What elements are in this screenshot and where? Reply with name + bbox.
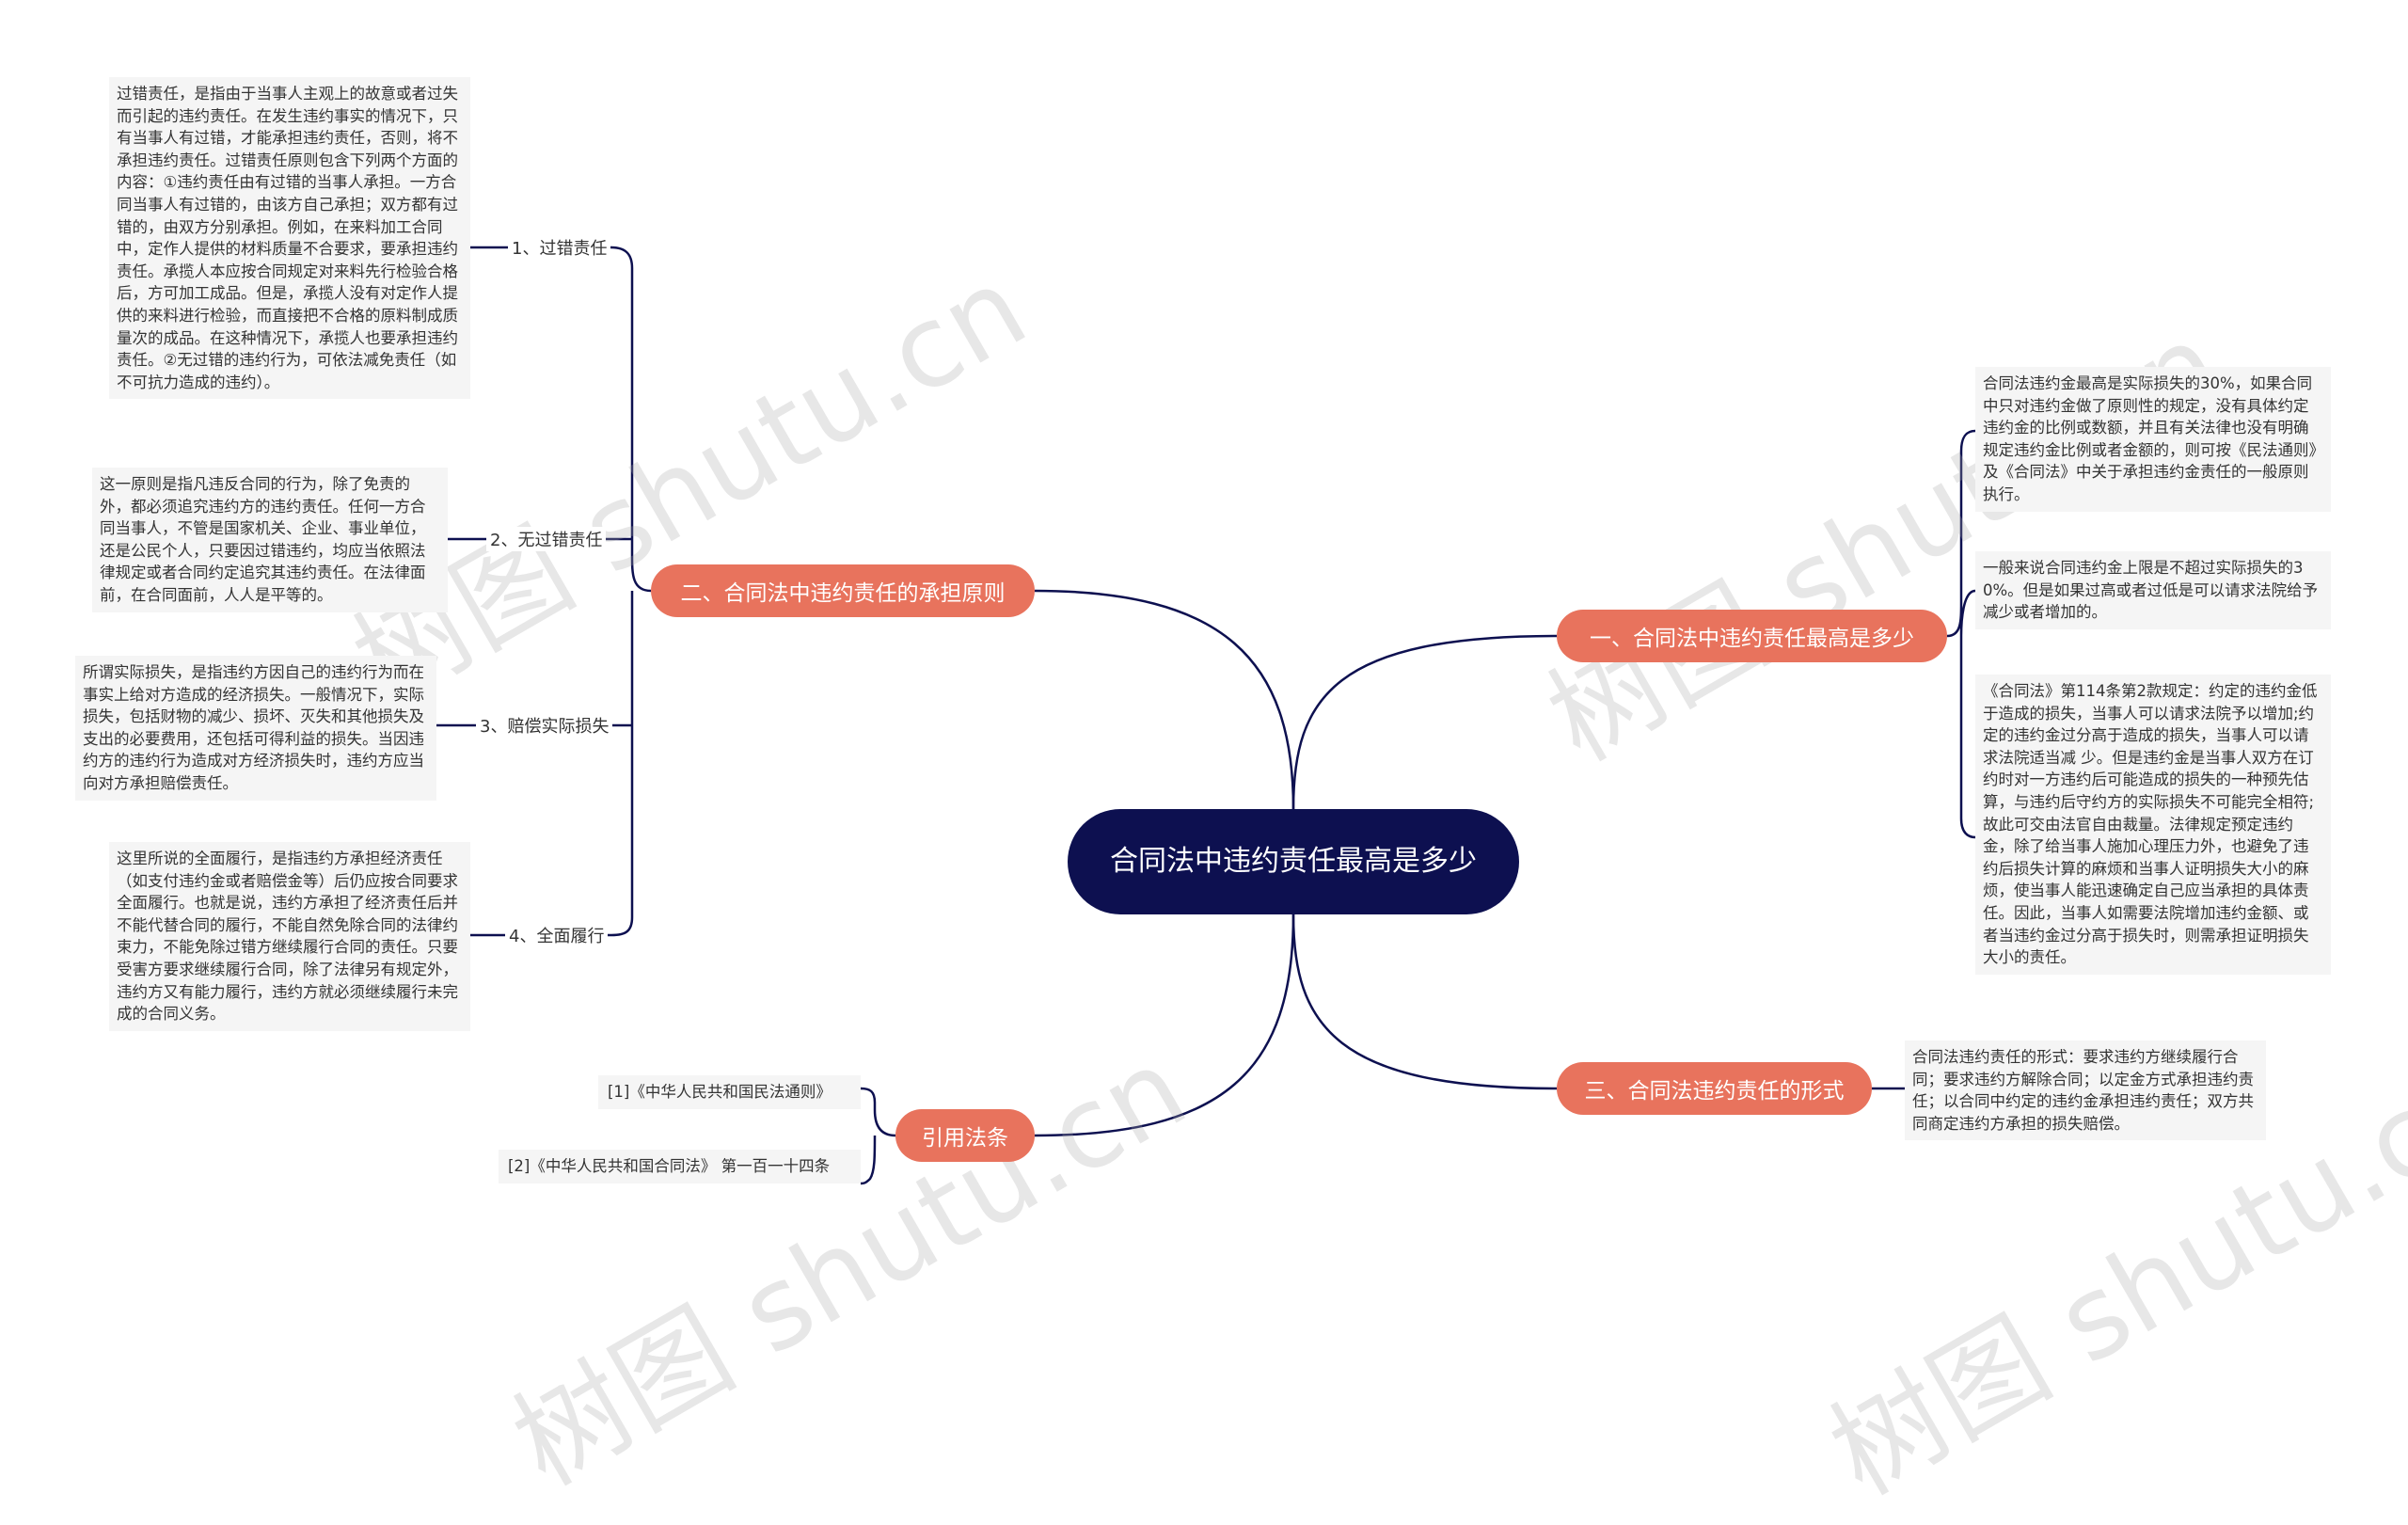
branch-principles[interactable]: 二、合同法中违约责任的承担原则	[651, 564, 1035, 617]
branch-forms[interactable]: 三、合同法违约责任的形式	[1557, 1062, 1872, 1115]
sub-actual-loss[interactable]: 3、赔偿实际损失	[476, 713, 613, 738]
mindmap-connectors	[436, 246, 1976, 1185]
note-no-fault-liability: 这一原则是指凡违反合同的行为，除了免责的外，都必须追究违约方的违约责任。任何一方…	[92, 468, 448, 612]
branch-maximum[interactable]: 一、合同法中违约责任最高是多少	[1557, 610, 1947, 662]
citation-item[interactable]: [2]《中华人民共和国合同法》 第一百一十四条	[499, 1150, 861, 1183]
link-maximum-bracket	[1946, 429, 1976, 839]
link-root-citations	[1034, 913, 1295, 1137]
note-full-performance: 这里所说的全面履行，是指违约方承担经济责任（如支付违约金或者赔偿金等）后仍应按合…	[109, 842, 470, 1031]
sub-full-performance[interactable]: 4、全面履行	[505, 923, 609, 947]
link-root-maximum	[1291, 634, 1558, 810]
link-citations-bracket	[860, 1087, 896, 1185]
link-root-forms	[1291, 913, 1558, 1090]
note-maximum-3: 《合同法》第114条第2款规定：约定的违约金低于造成的损失，当事人可以请求法院予…	[1975, 675, 2331, 975]
note-fault-liability: 过错责任，是指由于当事人主观上的故意或者过失而引起的违约责任。在发生违约事实的情…	[109, 77, 470, 400]
note-forms: 合同法违约责任的形式：要求违约方继续履行合同；要求违约方解除合同；以定金方式承担…	[1905, 1040, 2266, 1141]
sub-fault-liability[interactable]: 1、过错责任	[508, 235, 611, 260]
link-principles-bracket	[610, 246, 652, 937]
link-root-principles	[1034, 589, 1295, 810]
sub-no-fault-liability[interactable]: 2、无过错责任	[486, 527, 607, 551]
note-maximum-1: 合同法违约金最高是实际损失的30%，如果合同中只对违约金做了原则性的规定，没有具…	[1975, 367, 2331, 512]
citation-item[interactable]: [1]《中华人民共和国民法通则》	[598, 1075, 861, 1109]
root-topic[interactable]: 合同法中违约责任最高是多少	[1068, 809, 1519, 914]
branch-citations[interactable]: 引用法条	[895, 1109, 1035, 1162]
note-actual-loss: 所谓实际损失，是指违约方因自己的违约行为而在事实上给对方造成的经济损失。一般情况…	[75, 656, 436, 801]
note-maximum-2: 一般来说合同违约金上限是不超过实际损失的30%。但是如果过高或者过低是可以请求法…	[1975, 551, 2331, 629]
